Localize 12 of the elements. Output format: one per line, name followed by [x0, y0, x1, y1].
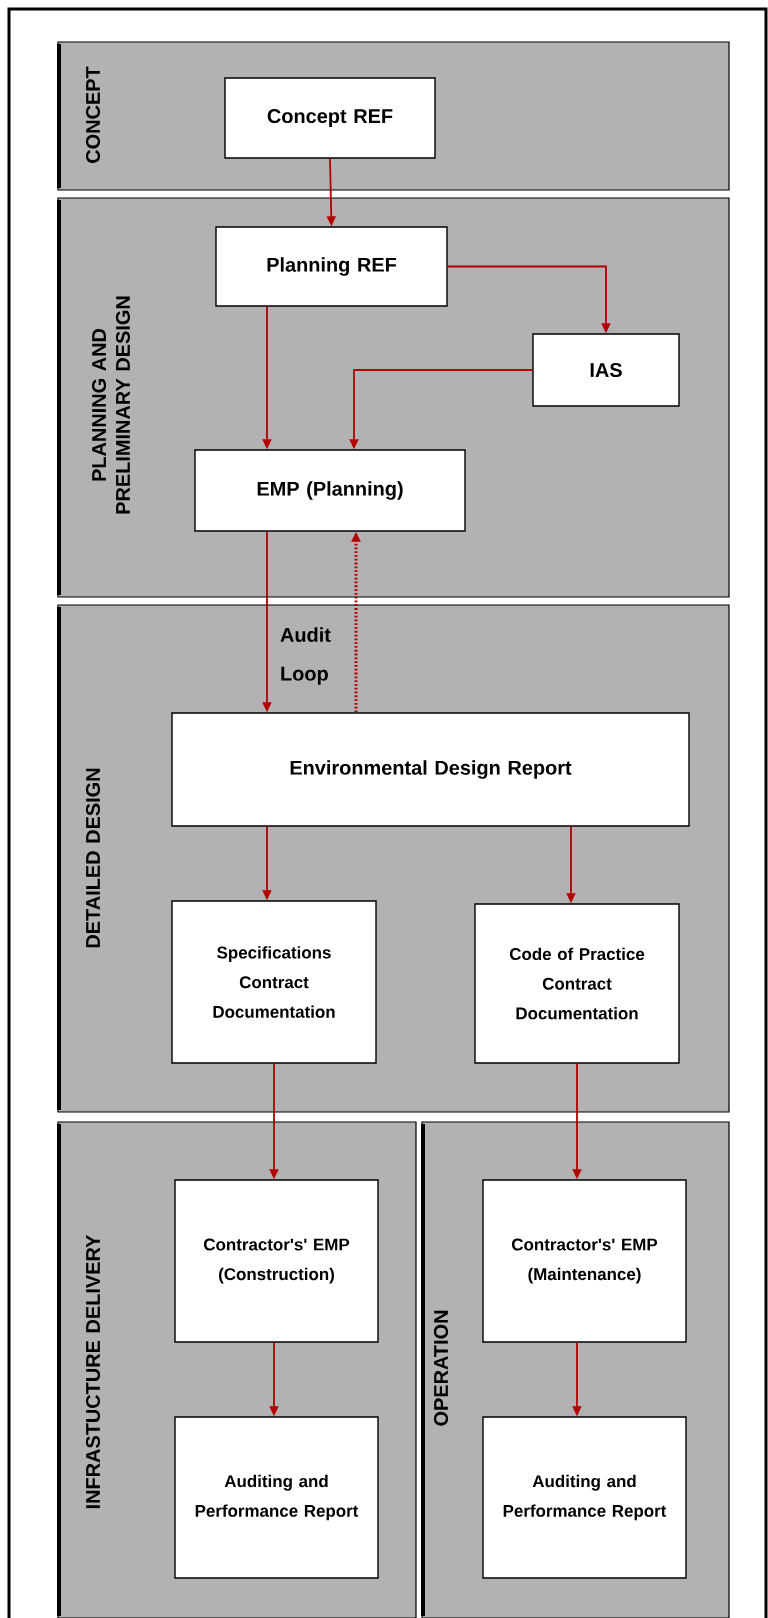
process-box: Contractor's' EMP (Construction)	[174, 1179, 379, 1343]
process-box: Planning REF	[215, 226, 448, 307]
process-box: Auditing and Performance Report	[174, 1416, 379, 1579]
process-box: EMP (Planning)	[194, 449, 466, 532]
process-box: Specifications Contract Documentation	[171, 900, 377, 1064]
process-box: Code of Practice Contract Documentation	[474, 903, 680, 1064]
process-box: Contractor's' EMP (Maintenance)	[482, 1179, 687, 1343]
process-box: IAS	[532, 333, 680, 407]
process-box: Auditing and Performance Report	[482, 1416, 687, 1579]
process-box: Environmental Design Report	[171, 712, 690, 827]
edge-label: Audit Loop	[278, 625, 338, 687]
process-box: Concept REF	[224, 77, 436, 159]
